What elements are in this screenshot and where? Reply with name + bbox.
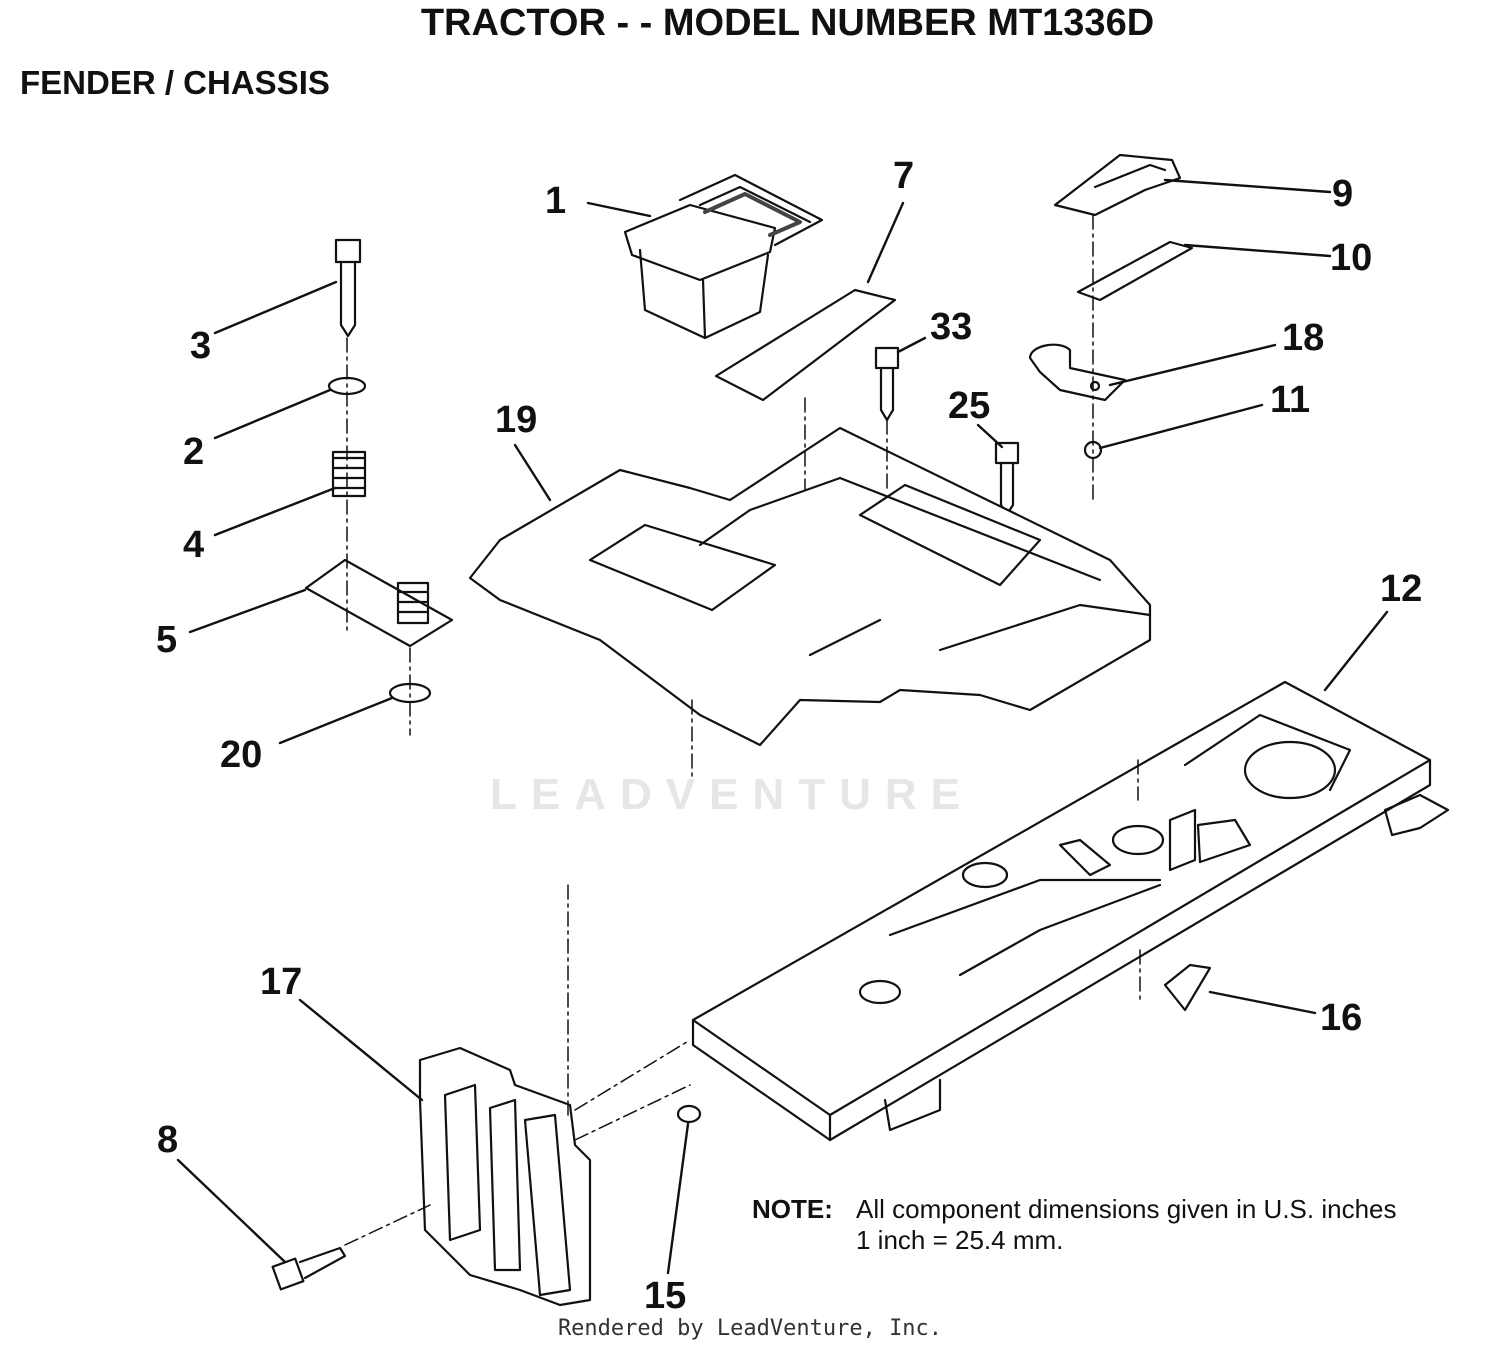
callout-12: 12 xyxy=(1380,568,1422,610)
part-16-clip xyxy=(1163,963,1212,1012)
note-line-1: All component dimensions given in U.S. i… xyxy=(856,1194,1397,1224)
note-line-2: 1 inch = 25.4 mm. xyxy=(856,1225,1064,1255)
callout-9: 9 xyxy=(1332,173,1353,215)
part-7-pad xyxy=(714,288,897,402)
callout-18: 18 xyxy=(1282,317,1324,359)
page-title: TRACTOR - - MODEL NUMBER MT1336D xyxy=(420,2,1155,44)
callout-20: 20 xyxy=(220,734,262,776)
callout-1: 1 xyxy=(545,180,566,222)
part-4-spring xyxy=(331,450,367,498)
part-9-cover xyxy=(1053,153,1182,217)
part-1-storage-box xyxy=(623,173,824,340)
callout-25: 25 xyxy=(948,385,990,427)
leader-lines xyxy=(176,178,1389,1275)
callout-5: 5 xyxy=(156,619,177,661)
part-19-fender xyxy=(468,426,1152,747)
footer-credit: Rendered by LeadVenture, Inc. xyxy=(557,1316,943,1341)
callout-7: 7 xyxy=(893,155,914,197)
callout-11: 11 xyxy=(1270,379,1310,421)
callout-3: 3 xyxy=(190,325,211,367)
callout-17: 17 xyxy=(260,961,302,1003)
part-8-bolt xyxy=(271,1246,347,1291)
part-5-spring-plate xyxy=(304,558,454,648)
callout-19: 19 xyxy=(495,399,537,441)
callout-labels: 1 7 9 10 33 18 11 3 2 4 5 20 19 25 12 16… xyxy=(156,155,1422,1317)
callout-2: 2 xyxy=(183,431,204,473)
callout-15: 15 xyxy=(644,1275,686,1317)
callout-4: 4 xyxy=(183,524,204,566)
watermark-text: LEADVENTURE xyxy=(490,770,975,819)
note-label: NOTE: xyxy=(752,1194,833,1224)
dimension-note: NOTE: All component dimensions given in U… xyxy=(752,1194,1397,1256)
part-15-nut xyxy=(676,1104,702,1124)
callout-16: 16 xyxy=(1320,997,1362,1039)
callout-10: 10 xyxy=(1330,237,1372,279)
assembly-lines xyxy=(344,214,1141,1246)
callout-8: 8 xyxy=(157,1119,178,1161)
part-12-chassis xyxy=(691,680,1450,1142)
part-25-bolt xyxy=(994,441,1020,516)
part-18-bracket xyxy=(1028,343,1127,402)
callout-33: 33 xyxy=(930,306,972,348)
part-17-plate xyxy=(418,1046,592,1307)
section-title: FENDER / CHASSIS xyxy=(20,64,330,101)
part-10-plate xyxy=(1076,240,1194,302)
part-33-bolt xyxy=(874,346,900,422)
part-3-bolt xyxy=(334,238,362,338)
